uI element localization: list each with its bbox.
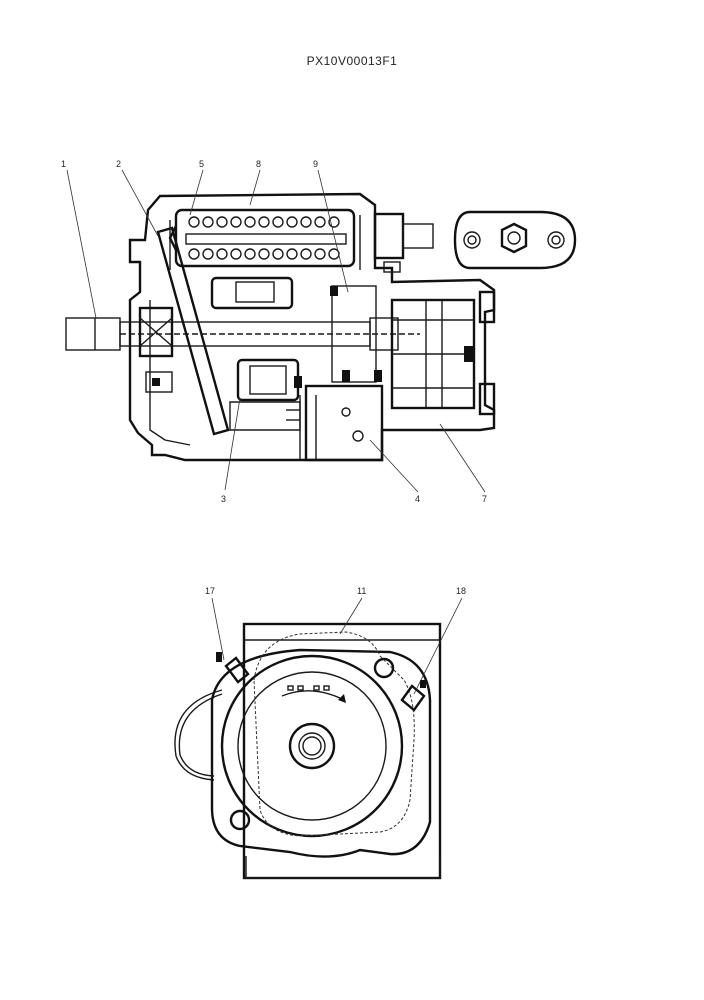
callout-18: 18 — [456, 586, 466, 596]
callout-17: 17 — [205, 586, 215, 596]
callout-5: 5 — [199, 159, 204, 169]
callout-1: 1 — [61, 159, 66, 169]
pump-side-section — [65, 192, 496, 462]
pump-end-view — [174, 622, 442, 880]
drawing-number: PX10V00013F1 — [306, 54, 398, 68]
callout-8: 8 — [256, 159, 261, 169]
leader-lines — [66, 169, 486, 695]
callout-3: 3 — [221, 494, 226, 504]
callouts: 1 2 5 8 9 3 4 7 17 11 18 — [61, 159, 487, 596]
flange-detail — [453, 210, 577, 270]
callout-7: 7 — [482, 494, 487, 504]
callout-11: 11 — [357, 586, 366, 596]
callout-2: 2 — [116, 159, 121, 169]
callout-4: 4 — [415, 494, 420, 504]
callout-9: 9 — [313, 159, 318, 169]
